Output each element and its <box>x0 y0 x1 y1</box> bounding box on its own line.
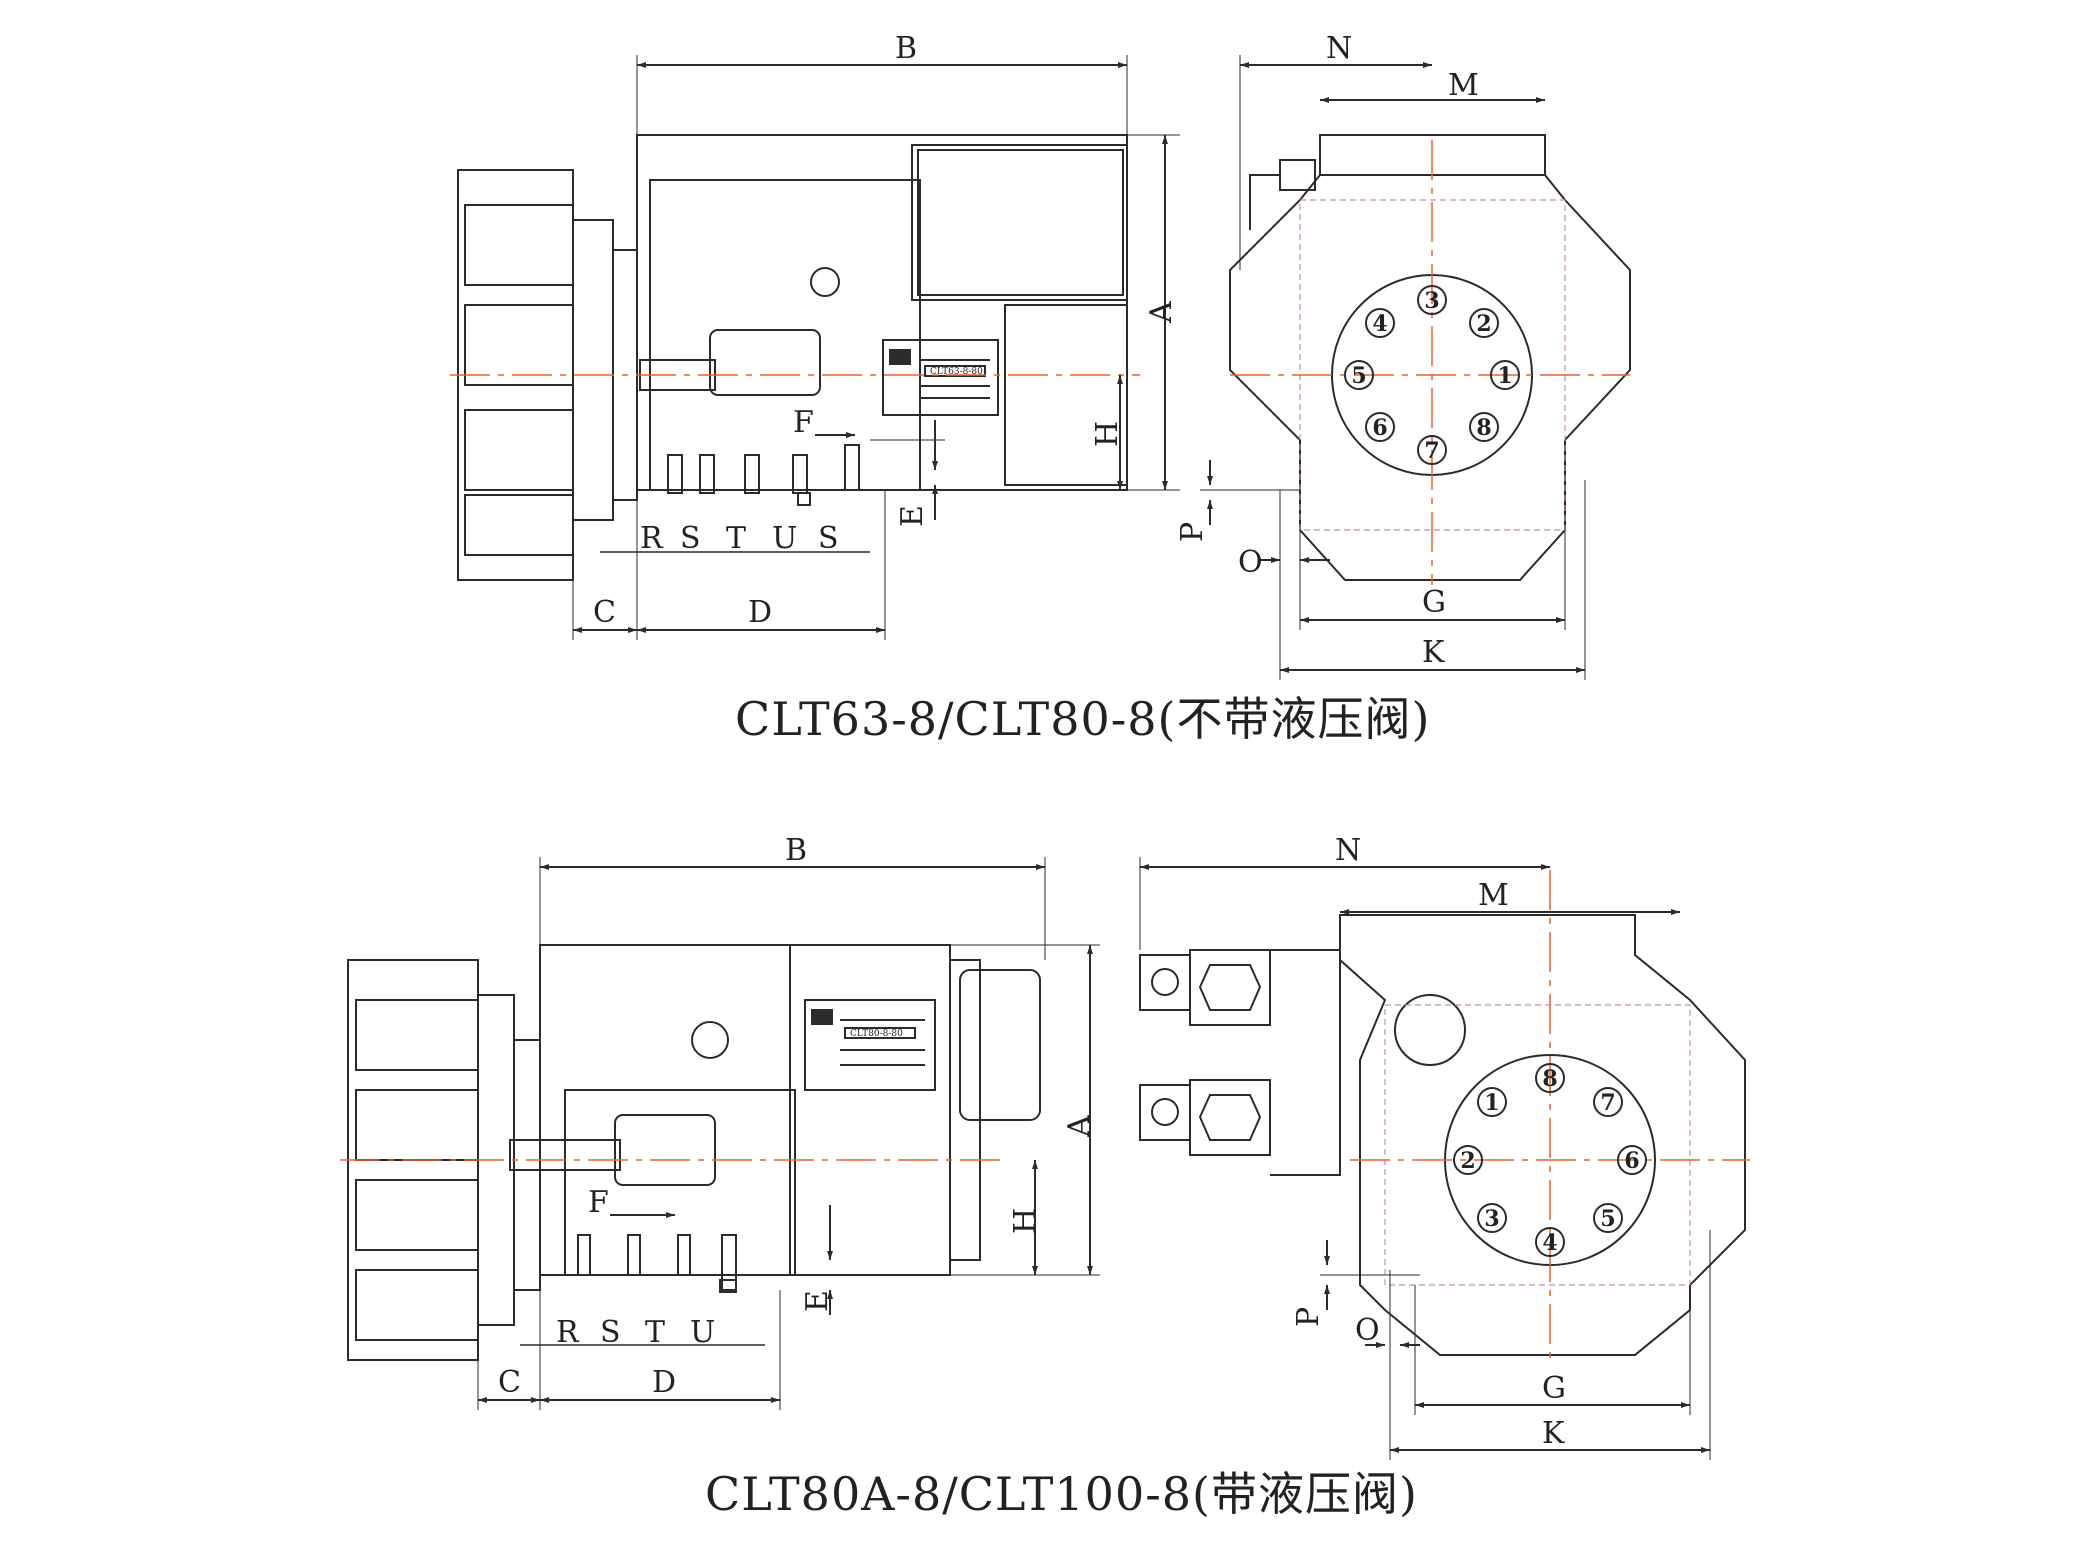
dim-label-D: D <box>748 595 772 630</box>
bottom-front-view <box>1139 857 1750 1460</box>
dim-label-R: R <box>640 521 664 556</box>
dim-label-O: O <box>1238 545 1263 580</box>
dim-label-E: E <box>895 505 930 527</box>
top-drawing <box>450 55 1631 680</box>
bottom-position-numbers: 1 2 3 4 5 6 7 8 <box>1460 1066 1639 1256</box>
top-labels: B A H F E R S T U S C D N M G K P O 1 2 … <box>593 31 1513 746</box>
dim-label-O: O <box>1355 1313 1380 1348</box>
dim-label-H: H <box>1008 1208 1043 1234</box>
dim-label-M: M <box>1448 68 1479 103</box>
dim-label-S2: S <box>818 521 839 556</box>
dim-label-R: R <box>556 1315 580 1350</box>
dim-label-U: U <box>690 1315 715 1350</box>
position-8: 8 <box>1542 1066 1557 1092</box>
dim-label-N: N <box>1335 833 1361 868</box>
dim-label-K: K <box>1422 635 1445 670</box>
dim-label-F: F <box>588 1185 609 1220</box>
dim-label-T: T <box>645 1315 665 1350</box>
dim-label-F: F <box>793 405 814 440</box>
dim-label-B: B <box>895 31 917 66</box>
position-8: 8 <box>1476 415 1491 441</box>
position-3: 3 <box>1484 1206 1499 1232</box>
dim-label-P: P <box>1175 522 1210 542</box>
position-3: 3 <box>1424 288 1439 314</box>
dim-label-G: G <box>1542 1371 1566 1406</box>
dim-label-C: C <box>498 1365 521 1400</box>
bottom-side-view <box>340 857 1100 1410</box>
dim-label-N: N <box>1326 31 1352 66</box>
bottom-caption: CLT80A-8/CLT100-8(带液压阀) <box>705 1467 1418 1521</box>
position-5: 5 <box>1351 363 1366 389</box>
bottom-position-markers <box>1453 1063 1647 1257</box>
dim-label-T: T <box>726 521 746 556</box>
position-2: 2 <box>1460 1148 1475 1174</box>
dim-label-S: S <box>600 1315 621 1350</box>
dim-label-D: D <box>652 1365 676 1400</box>
dim-label-H: H <box>1090 421 1125 447</box>
position-2: 2 <box>1476 311 1491 337</box>
top-front-view <box>1200 55 1631 680</box>
dim-label-K: K <box>1542 1416 1565 1451</box>
dim-label-M: M <box>1478 878 1509 913</box>
dim-label-A: A <box>1062 1115 1097 1138</box>
top-position-numbers: 1 2 3 4 5 6 7 8 <box>1351 288 1512 464</box>
position-6: 6 <box>1372 415 1387 441</box>
bottom-drawing <box>340 857 1750 1460</box>
dim-label-U: U <box>772 521 797 556</box>
top-position-markers <box>1344 285 1520 465</box>
position-4: 4 <box>1542 1230 1557 1256</box>
position-4: 4 <box>1372 311 1387 337</box>
bottom-nameplate-model: CLT80-8-80 <box>850 1029 903 1039</box>
dim-label-P: P <box>1291 1307 1326 1327</box>
position-6: 6 <box>1624 1148 1639 1174</box>
dim-label-G: G <box>1422 585 1446 620</box>
position-1: 1 <box>1484 1090 1499 1116</box>
position-7: 7 <box>1600 1090 1615 1116</box>
dim-label-A: A <box>1144 301 1179 324</box>
top-side-view <box>450 55 1180 640</box>
dim-label-E: E <box>800 1290 835 1312</box>
top-nameplate-model: CLT63-8-80 <box>930 367 983 377</box>
position-7: 7 <box>1424 438 1439 464</box>
bottom-labels: B A H F E R S T U C D N M G K P O 1 2 3 … <box>498 833 1640 1521</box>
dim-label-S1: S <box>680 521 701 556</box>
dim-label-C: C <box>593 595 616 630</box>
dim-label-B: B <box>785 833 807 868</box>
top-caption: CLT63-8/CLT80-8(不带液压阀) <box>735 692 1430 746</box>
position-5: 5 <box>1600 1206 1615 1232</box>
position-1: 1 <box>1497 363 1512 389</box>
